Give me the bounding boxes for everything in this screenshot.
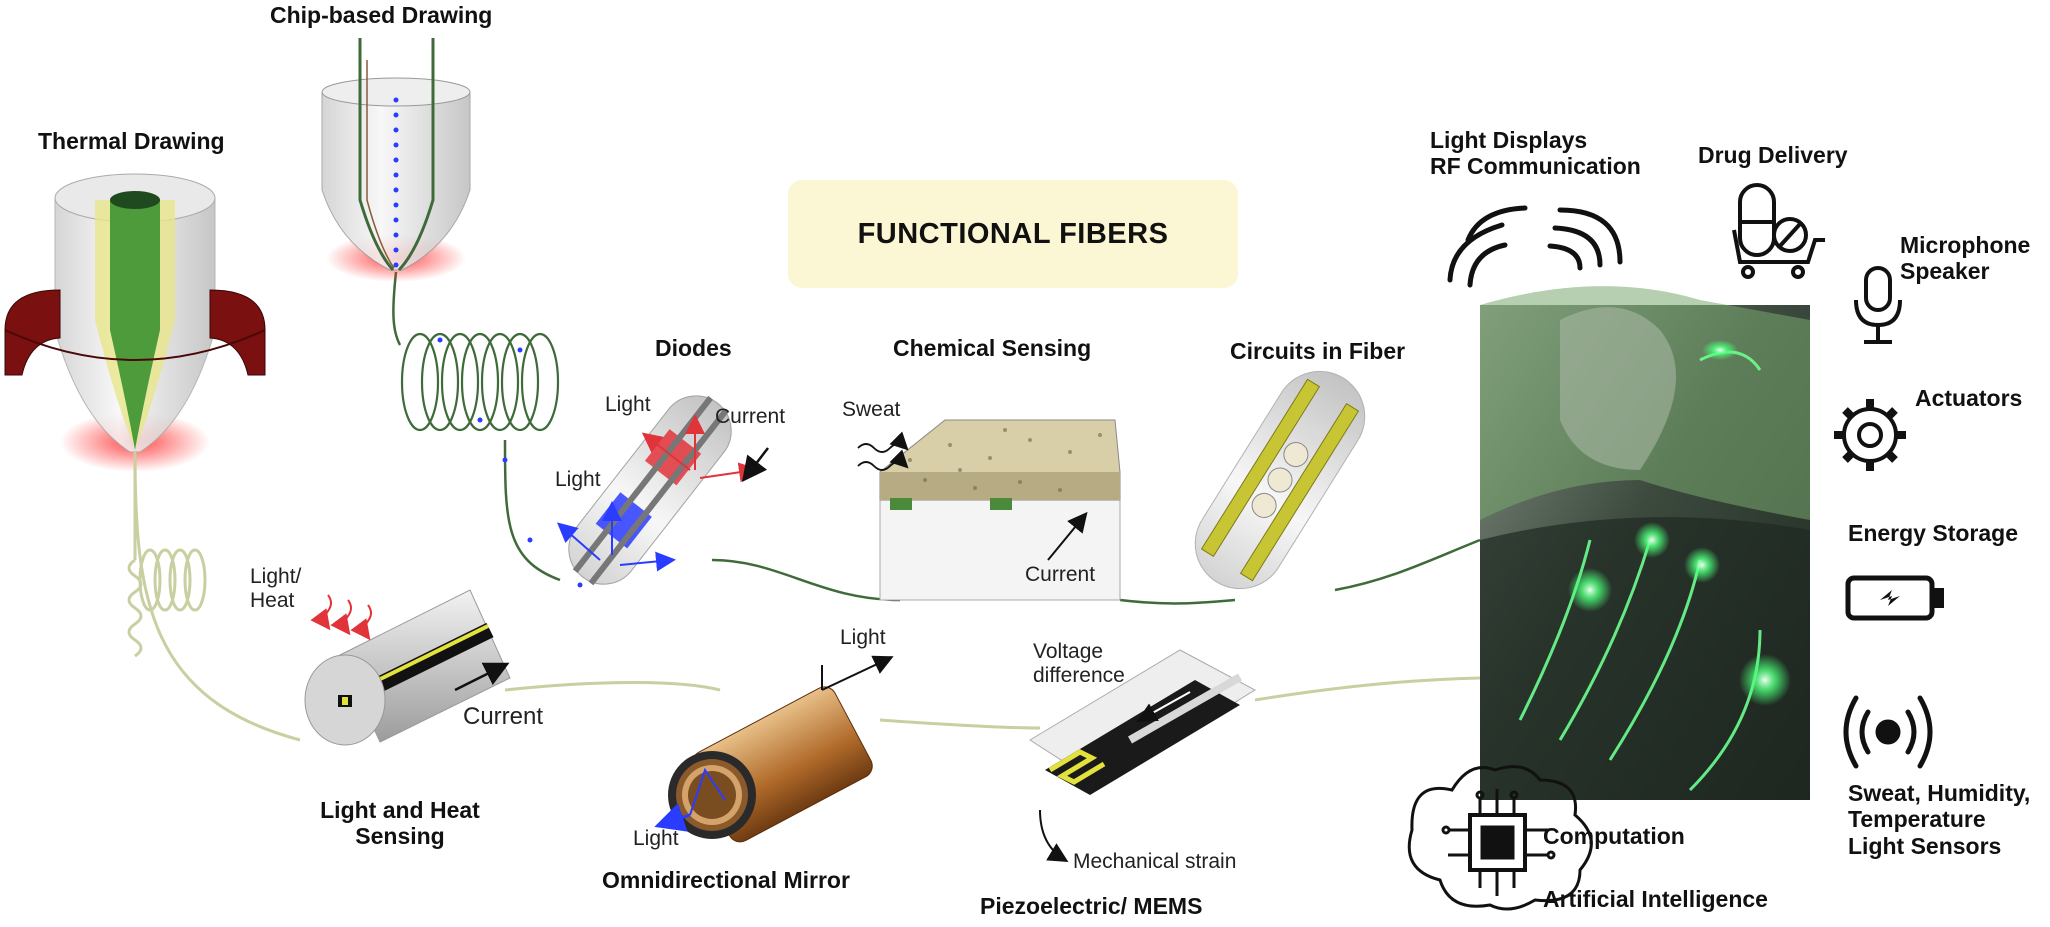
label-thermal-drawing: Thermal Drawing bbox=[38, 128, 225, 154]
label-computation: Computation bbox=[1543, 823, 1685, 849]
annotation-current-lightheat: Current bbox=[463, 703, 544, 730]
label-chemical-sensing: Chemical Sensing bbox=[893, 335, 1092, 361]
annotation-light-heat-line2: Heat bbox=[250, 589, 295, 613]
label-piezoelectric-mems: Piezoelectric/ MEMS bbox=[980, 893, 1203, 919]
annotation-light-diode-red: Light bbox=[605, 393, 651, 416]
piezoelectric-mems-device bbox=[1029, 649, 1257, 863]
fiber-chemical-to-circuits bbox=[1119, 598, 1236, 605]
current-arrow-lightheat bbox=[454, 662, 510, 692]
label-rf-communication: RF Communication bbox=[1430, 153, 1641, 180]
label-chip-based-drawing: Chip-based Drawing bbox=[270, 2, 493, 28]
annotation-voltage-line2: difference bbox=[1033, 664, 1125, 688]
annotation-light-heat-line1: Light/ bbox=[250, 565, 302, 588]
annotation-current-chemical: Current bbox=[1025, 563, 1096, 586]
current-arrow-diodes bbox=[741, 447, 769, 482]
label-drug-delivery: Drug Delivery bbox=[1698, 142, 1848, 168]
sensor-broadcast-icon bbox=[1843, 695, 1933, 769]
omnidirectional-mirror-fiber bbox=[654, 655, 894, 843]
diodes-fiber bbox=[556, 395, 769, 586]
label-diodes: Diodes bbox=[655, 335, 732, 361]
rf-waves-icon bbox=[1447, 205, 1623, 288]
label-speaker: Speaker bbox=[1900, 258, 1990, 285]
fiber-diodes-to-chemical bbox=[711, 558, 901, 602]
fiber-coil-to-diodes bbox=[503, 439, 561, 582]
fiber-coil bbox=[400, 332, 560, 432]
annotation-voltage-line1: Voltage bbox=[1033, 640, 1104, 663]
gear-icon bbox=[1834, 399, 1906, 471]
label-sensors: Sweat, Humidity, Temperature Light Senso… bbox=[1848, 780, 2030, 859]
microphone-icon bbox=[1854, 266, 1902, 344]
thermal-fiber-coil bbox=[127, 558, 143, 658]
brain-chip-icon bbox=[1407, 765, 1593, 911]
glowing-fabric-image bbox=[1480, 286, 1810, 800]
pill-cart-icon bbox=[1732, 183, 1825, 279]
label-circuits-in-fiber: Circuits in Fiber bbox=[1230, 338, 1406, 364]
label-artificial-intelligence: Artificial Intelligence bbox=[1543, 886, 1768, 912]
diagram-title: FUNCTIONAL FIBERS bbox=[788, 180, 1238, 288]
circuits-in-fiber bbox=[1194, 370, 1366, 590]
label-energy-storage: Energy Storage bbox=[1848, 520, 2018, 546]
fiber-chip-to-coil bbox=[392, 271, 402, 346]
label-sensors-line2: Temperature bbox=[1848, 806, 1986, 833]
annotation-light-mirror-top: Light bbox=[840, 626, 886, 649]
annotation-light-diode-blue: Light bbox=[555, 468, 601, 491]
annotation-mechanical-strain: Mechanical strain bbox=[1073, 850, 1237, 873]
chemical-sensing-block bbox=[857, 419, 1121, 601]
label-microphone-speaker: Microphone Speaker bbox=[1900, 232, 2030, 285]
fiber-circuits-to-fabric bbox=[1334, 538, 1481, 592]
label-sensors-line3: Light Sensors bbox=[1848, 832, 2002, 859]
fiber-mirror-to-piezo bbox=[879, 718, 1041, 730]
label-actuators: Actuators bbox=[1915, 385, 2023, 411]
label-light-heat-line2: Sensing bbox=[355, 823, 445, 850]
chip-based-drawing bbox=[321, 38, 583, 588]
label-sensors-line1: Sweat, Humidity, bbox=[1848, 780, 2031, 806]
annotation-sweat: Sweat bbox=[842, 398, 901, 421]
thermal-drawing-preform bbox=[4, 173, 266, 658]
annotation-current-diodes: Current bbox=[715, 405, 786, 428]
label-light-displays: Light Displays bbox=[1430, 127, 1588, 153]
label-light-heat-sensing: Light and Heat Sensing bbox=[290, 797, 510, 850]
label-microphone: Microphone bbox=[1900, 232, 2031, 258]
annotation-voltage-difference: Voltage difference bbox=[1033, 640, 1125, 688]
label-light-displays-rf: Light Displays RF Communication bbox=[1430, 127, 1641, 180]
current-arrow-chemical bbox=[1047, 511, 1088, 561]
battery-icon bbox=[1845, 575, 1944, 621]
fiber-lightheat-to-mirror bbox=[504, 681, 721, 692]
light-heat-sensing-fiber bbox=[304, 589, 511, 746]
annotation-light-mirror-bottom: Light bbox=[633, 827, 679, 850]
label-omnidirectional-mirror: Omnidirectional Mirror bbox=[602, 867, 850, 893]
label-light-heat-line1: Light and Heat bbox=[320, 797, 480, 823]
fiber-piezo-to-fabric bbox=[1254, 676, 1481, 702]
annotation-light-heat: Light/ Heat bbox=[250, 565, 301, 613]
